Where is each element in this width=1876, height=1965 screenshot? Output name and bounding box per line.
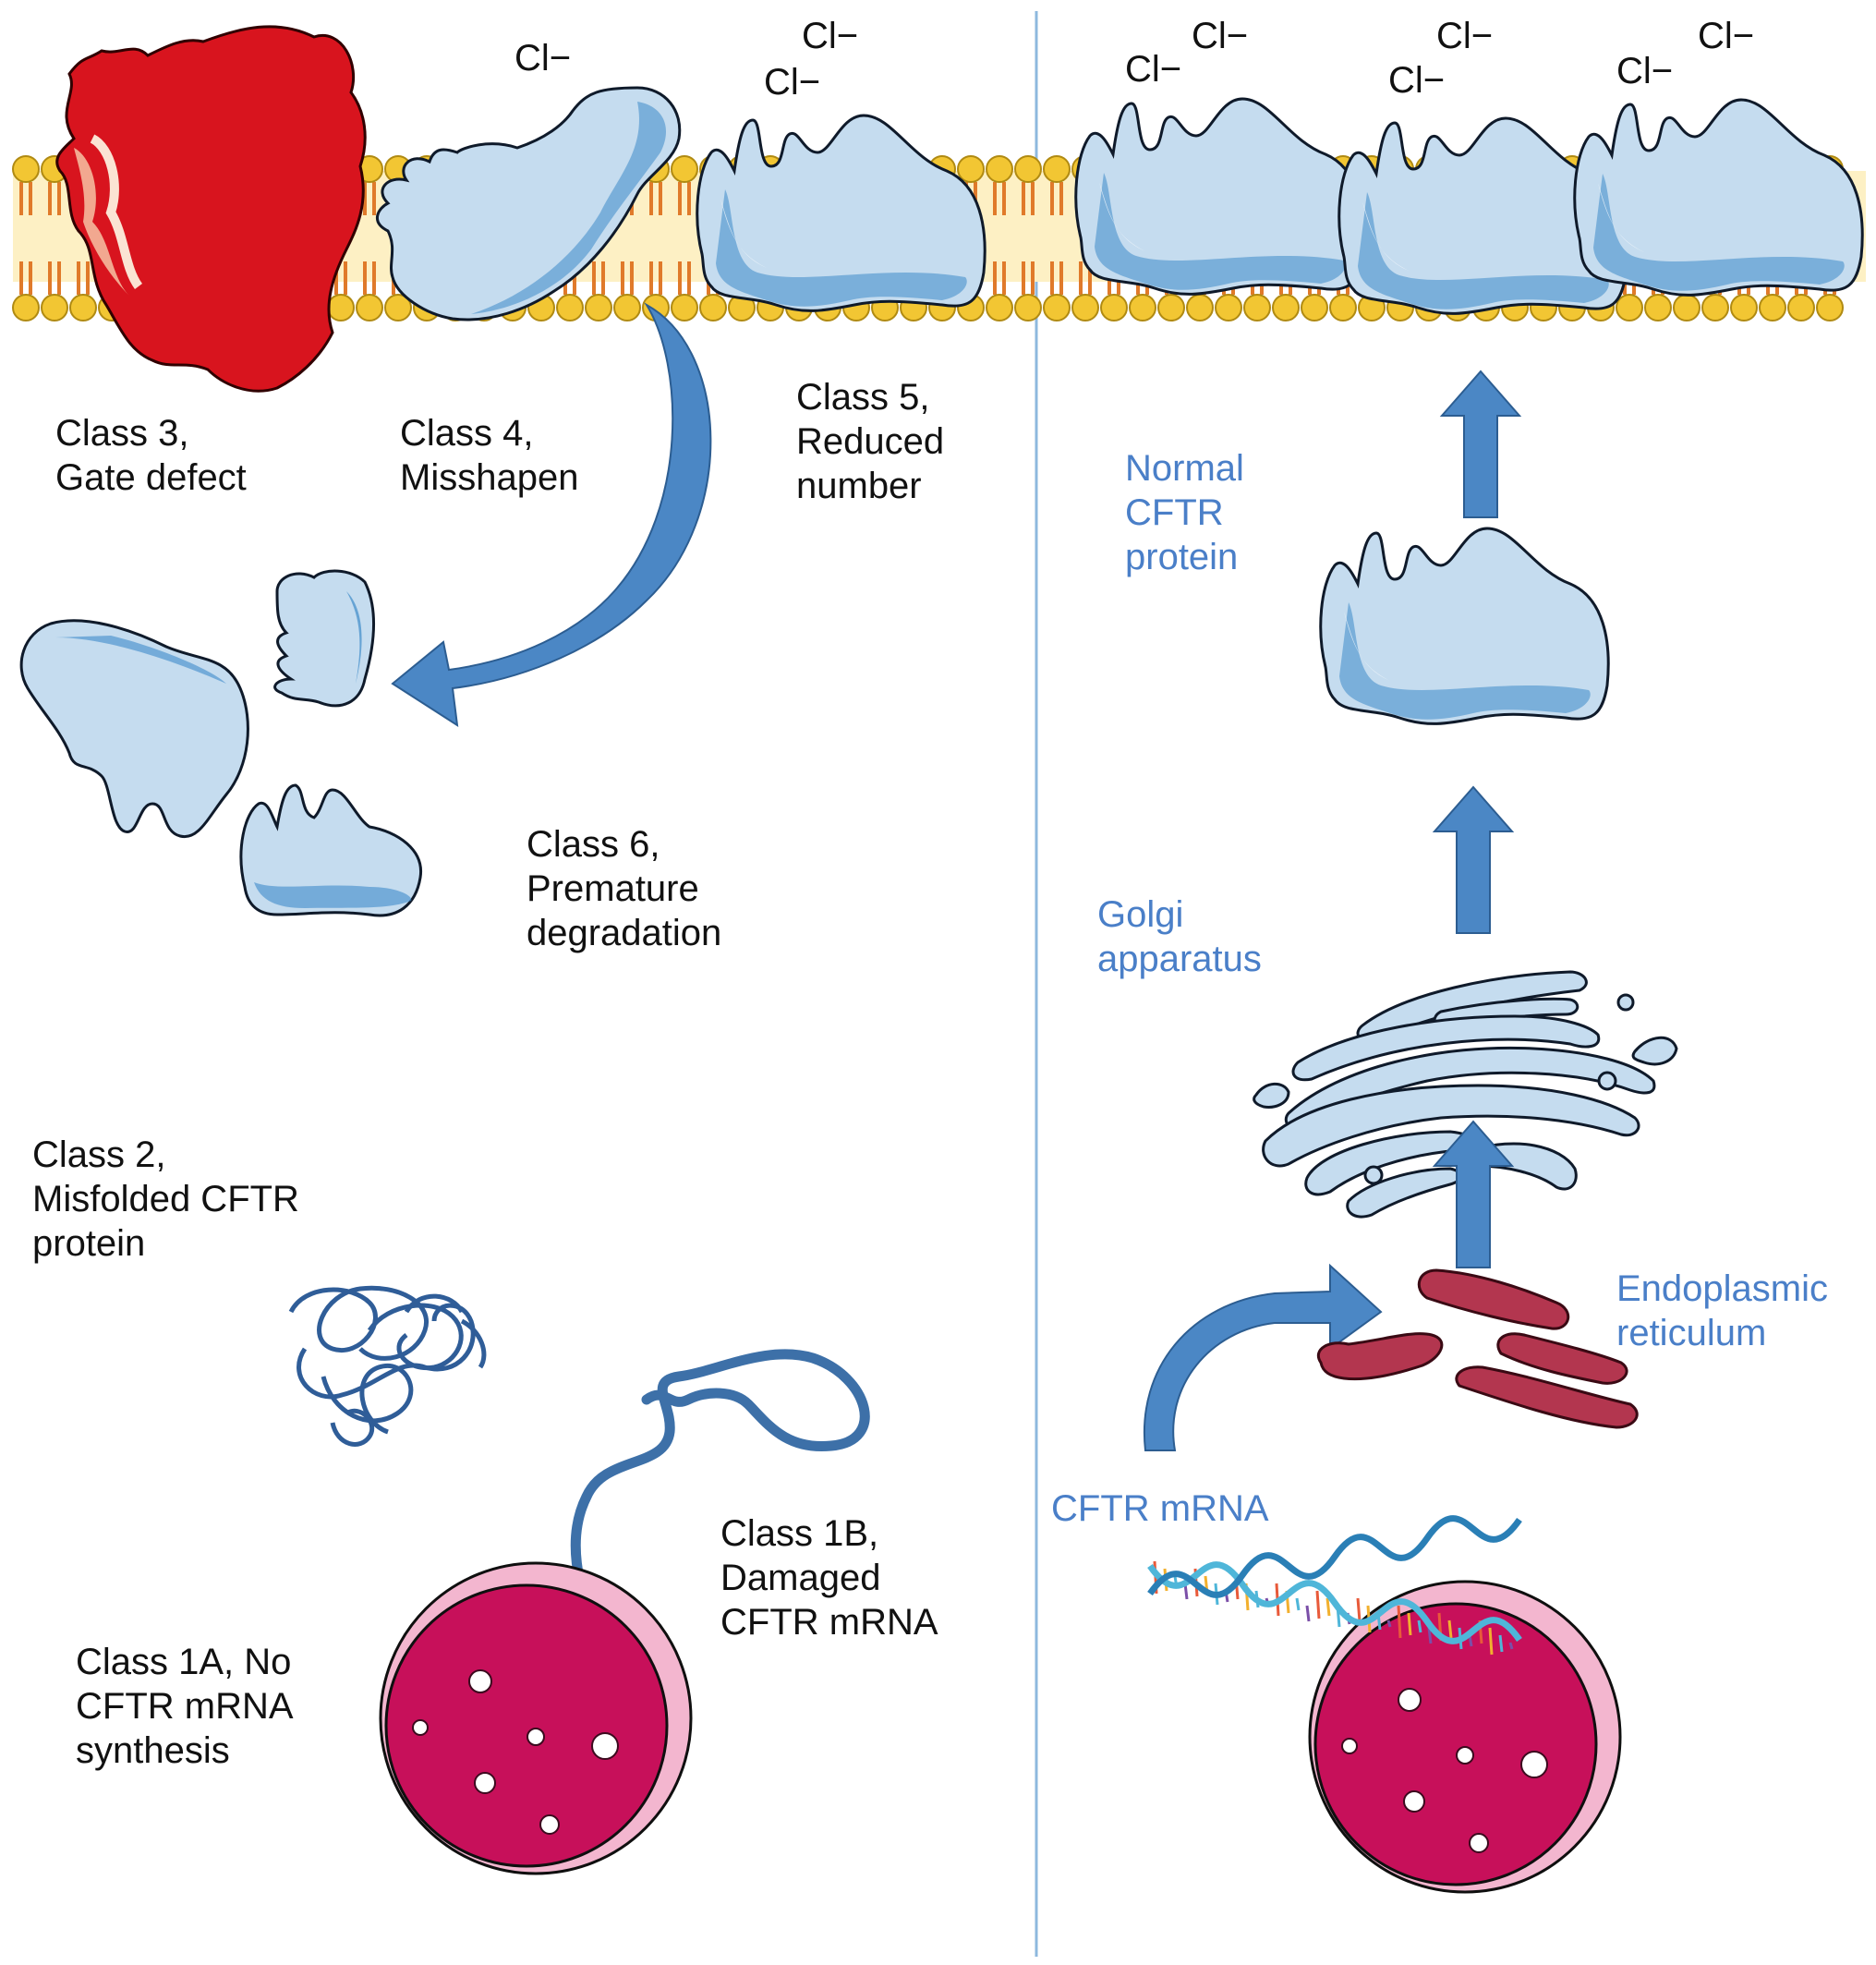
- cell-nucleus-icon: [379, 1561, 693, 1875]
- normal-cftr-protein-icon: [1319, 527, 1610, 725]
- gate-defect-protein-icon: [55, 25, 367, 393]
- class1a-label: Class 1A, No CFTR mRNA synthesis: [76, 1642, 302, 1771]
- endoplasmic-reticulum-icon: [1317, 1268, 1639, 1429]
- class1b-label: Class 1B, Damaged CFTR mRNA: [720, 1513, 938, 1643]
- chloride-ion-label: Cl−: [1698, 16, 1754, 56]
- class2-label: Class 2, Misfolded CFTR protein: [32, 1134, 309, 1264]
- cftr-channel-icon: [696, 114, 986, 312]
- mrna-transport-arrow-icon: [1143, 1263, 1383, 1451]
- up-arrow-icon: [1441, 370, 1520, 518]
- chloride-ion-label: Cl−: [1436, 16, 1493, 56]
- cftr-mrna-label: CFTR mRNA: [1051, 1488, 1269, 1529]
- golgi-apparatus-icon: [1253, 970, 1678, 1219]
- dna-helix-icon: [1147, 1515, 1522, 1656]
- damaged-mrna-strand-icon: [570, 1349, 870, 1645]
- chloride-ion-label: Cl−: [802, 16, 858, 56]
- class3-label: Class 3, Gate defect: [55, 413, 247, 498]
- up-arrow-icon: [1434, 786, 1513, 934]
- cftr-channel-icon: [1074, 97, 1365, 296]
- misfolded-protein-tangle-icon: [288, 1285, 487, 1447]
- cell-nucleus-icon: [1308, 1580, 1622, 1894]
- degradation-arrow-icon: [391, 302, 712, 727]
- golgi-label: Golgi apparatus: [1097, 894, 1262, 979]
- chloride-ion-label: Cl−: [514, 38, 571, 79]
- normal-cftr-label: Normal CFTR protein: [1125, 448, 1254, 577]
- degraded-protein-fragments-icon: [19, 569, 422, 917]
- chloride-ion-label: Cl−: [1616, 51, 1673, 91]
- cftr-channel-icon: [1573, 98, 1864, 297]
- chloride-ion-label: Cl−: [1388, 60, 1445, 101]
- chloride-ion-label: Cl−: [1192, 16, 1248, 56]
- class5-label: Class 5, Reduced number: [796, 377, 954, 506]
- misshapen-protein-icon: [376, 86, 682, 321]
- chloride-ion-label: Cl−: [764, 62, 820, 103]
- chloride-ion-label: Cl−: [1125, 49, 1181, 90]
- er-label: Endoplasmic reticulum: [1616, 1268, 1838, 1353]
- class4-label: Class 4, Misshapen: [400, 413, 578, 498]
- class6-label: Class 6, Premature degradation: [526, 824, 721, 953]
